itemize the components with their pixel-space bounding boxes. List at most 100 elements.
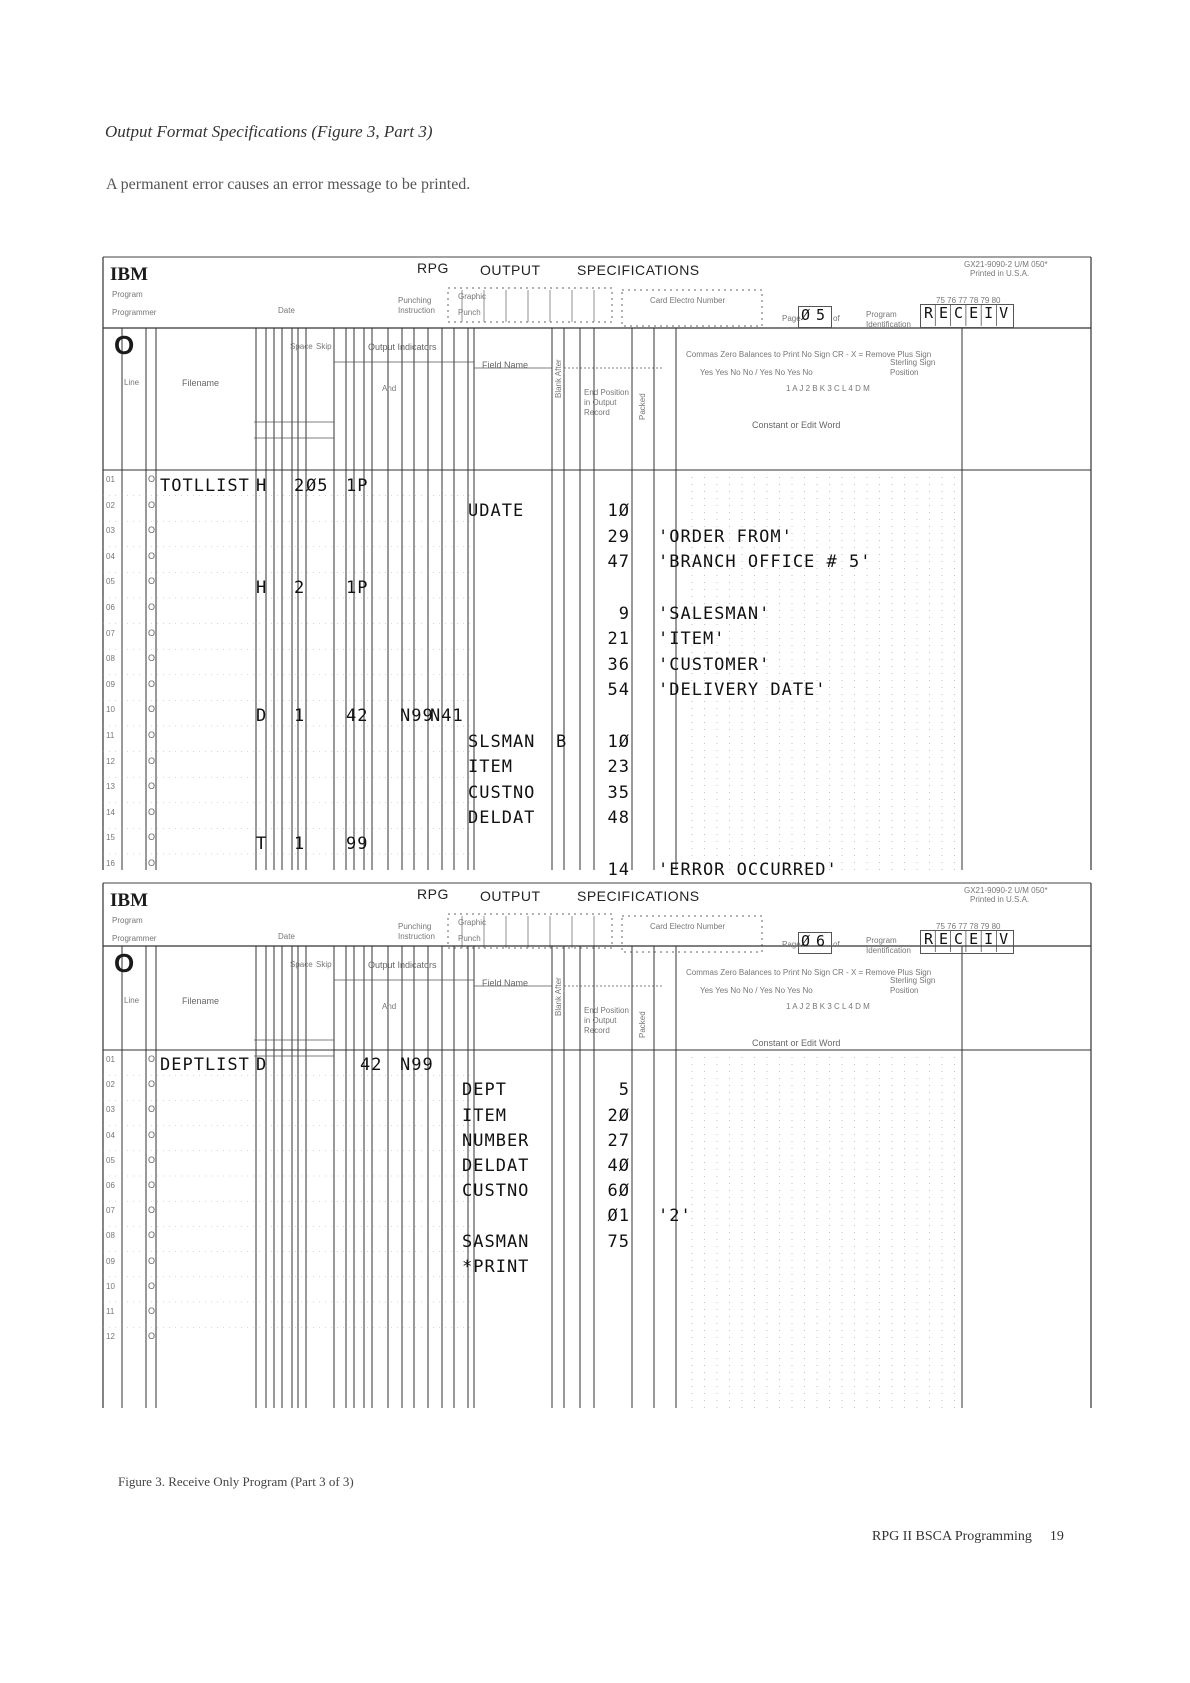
- punching-instruction-label: Punching Instruction: [398, 922, 435, 941]
- row-form-type: O: [148, 525, 156, 536]
- row-form-type: O: [148, 1079, 156, 1090]
- program-identification-label: Program Identification: [866, 310, 911, 329]
- line-header: Line: [124, 996, 140, 1005]
- row-form-type: O: [148, 576, 156, 587]
- row-field-name: UDATE: [468, 501, 525, 522]
- edit-letters-header: 1 A J 2 B K 3 C L 4 D M: [786, 384, 870, 393]
- title-output: OUTPUT: [480, 888, 541, 904]
- row-constant: 'DELIVERY DATE': [658, 680, 827, 701]
- row-indicator-1: 1P: [346, 578, 369, 598]
- ibm-logo: IBM: [110, 890, 148, 911]
- page-number-value: Ø5: [801, 306, 832, 324]
- row-line-number: 12: [106, 1332, 115, 1342]
- output-indicators-header: Output Indicators: [368, 960, 437, 970]
- row-field-name: ITEM: [462, 1105, 507, 1126]
- row-end-position: 2Ø: [607, 1105, 630, 1126]
- row-end-position: 21: [607, 629, 630, 650]
- row-space: 2: [294, 578, 306, 598]
- row-constant: 'CUSTOMER': [658, 654, 771, 675]
- row-end-position: 9: [618, 603, 630, 624]
- row-field-name: NUMBER: [462, 1130, 530, 1151]
- row-record-type: H: [256, 578, 268, 598]
- packed-header: Packed: [638, 393, 647, 420]
- form-type-header: O: [114, 330, 135, 360]
- row-line-number: 01: [106, 475, 115, 484]
- row-form-type: O: [148, 1180, 156, 1190]
- of-label: of: [833, 940, 840, 949]
- row-space: 1: [294, 834, 306, 854]
- row-line-number: 04: [106, 1130, 115, 1140]
- page-number-box: [798, 932, 832, 954]
- row-blank-after: B: [556, 731, 568, 752]
- row-form-type: O: [148, 1230, 156, 1241]
- row-indicator-1: 42: [360, 1055, 383, 1076]
- row-indicator-1: 99: [346, 834, 369, 854]
- edit-codes-header: Commas Zero Balances to Print No Sign CR…: [686, 968, 932, 977]
- row-form-type: O: [148, 806, 156, 817]
- row-form-type: O: [148, 832, 156, 843]
- row-filename: TOTLLIST: [160, 475, 250, 496]
- row-field-name: CUSTNO: [468, 782, 536, 803]
- row-end-position: 47: [607, 552, 630, 573]
- row-record-type: D: [256, 1055, 268, 1076]
- row-indicator-2: N99: [400, 706, 434, 726]
- edit-codes-header: Commas Zero Balances to Print No Sign CR…: [686, 350, 932, 359]
- graphic-label: Graphic: [458, 918, 487, 927]
- edit-yesno-header: Yes Yes No No / Yes No Yes No: [700, 986, 813, 995]
- row-end-position: 29: [607, 526, 630, 547]
- card-electro-label: Card Electro Number: [650, 922, 726, 931]
- row-form-type: O: [148, 499, 156, 510]
- form-number: GX21-9090-2 U/M 050*: [964, 886, 1048, 895]
- row-form-type: O: [148, 730, 156, 740]
- row-line-number: 11: [106, 731, 115, 740]
- row-field-name: ITEM: [468, 757, 513, 778]
- row-end-position: 1Ø: [607, 731, 630, 752]
- program-id-box: [920, 930, 1014, 954]
- page-number-value: Ø6: [801, 932, 832, 950]
- row-form-type: O: [148, 1306, 156, 1316]
- row-record-type: H: [256, 475, 268, 496]
- page-number-box: [798, 306, 832, 328]
- punching-instruction-label: Punching Instruction: [398, 296, 435, 315]
- filename-header: Filename: [182, 378, 220, 388]
- field-name-header: Field Name: [482, 360, 529, 370]
- page-label: Page: [782, 940, 801, 949]
- row-line-number: 08: [106, 1231, 115, 1241]
- program-id-value: RECEIV: [924, 304, 1015, 322]
- filename-header: Filename: [182, 996, 220, 1006]
- date-label: Date: [278, 306, 295, 315]
- row-line-number: 15: [106, 833, 115, 843]
- row-form-type: O: [148, 653, 156, 664]
- row-line-number: 01: [106, 1055, 115, 1064]
- row-line-number: 03: [106, 1105, 115, 1115]
- row-line-number: 07: [106, 628, 115, 638]
- row-end-position: 4Ø: [607, 1156, 630, 1176]
- row-form-type: O: [148, 627, 156, 638]
- row-line-number: 06: [106, 603, 115, 612]
- end-position-header: End Position in Output Record: [584, 1006, 629, 1035]
- row-form-type: O: [148, 781, 156, 792]
- row-end-position: 54: [607, 680, 630, 701]
- sterling-header: Sterling Sign Position: [890, 358, 936, 377]
- page-number: 19: [1049, 1529, 1064, 1544]
- row-end-position: 1Ø: [607, 501, 630, 522]
- row-line-number: 16: [106, 859, 115, 868]
- edit-letters-header: 1 A J 2 B K 3 C L 4 D M: [786, 1002, 870, 1011]
- row-end-position: 48: [607, 808, 630, 829]
- row-field-name: SLSMAN: [468, 731, 536, 752]
- row-form-type: O: [148, 858, 156, 868]
- graphic-label: Graphic: [458, 292, 487, 301]
- row-line-number: 10: [106, 705, 115, 715]
- edit-yesno-header: Yes Yes No No / Yes No Yes No: [700, 368, 813, 377]
- punch-label: Punch: [458, 934, 481, 943]
- columns-label: 75 76 77 78 79 80: [936, 296, 1001, 305]
- row-form-type: O: [148, 602, 156, 612]
- row-end-position: 35: [607, 782, 630, 803]
- row-form-type: O: [148, 474, 156, 484]
- row-line-number: 03: [106, 526, 115, 536]
- line-header: Line: [124, 378, 140, 387]
- row-skip: Ø5: [306, 475, 329, 496]
- date-label: Date: [278, 932, 295, 941]
